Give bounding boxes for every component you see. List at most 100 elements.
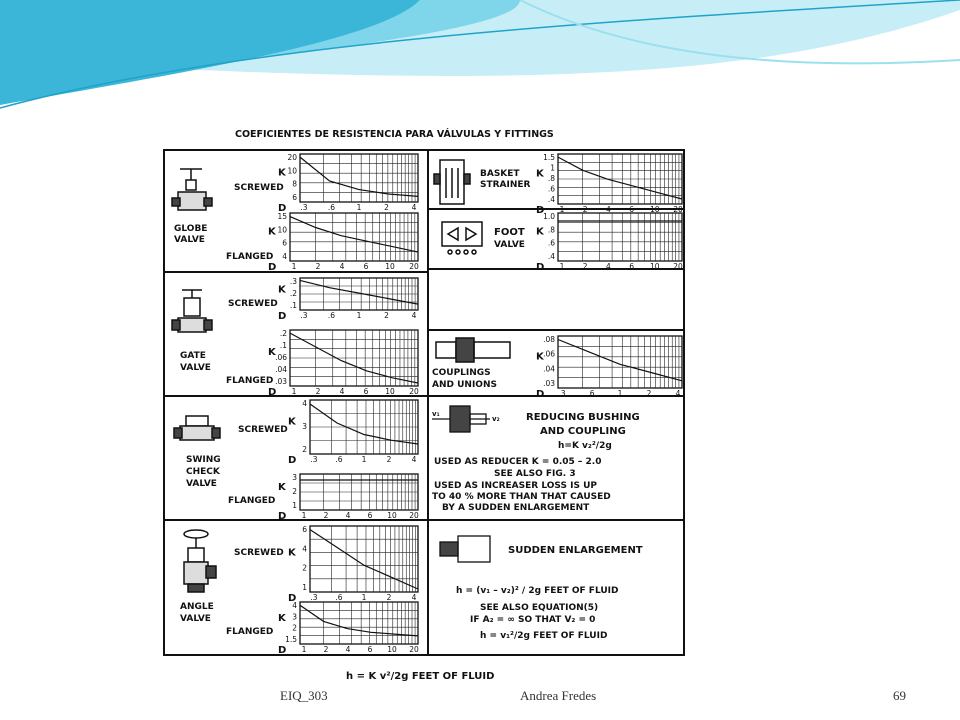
left-2-flanged-d-tick: 1 bbox=[302, 511, 307, 520]
left-0-screwed-d-tick: 1 bbox=[357, 203, 362, 212]
left-3-screwed-d-tick: .3 bbox=[310, 593, 317, 602]
panel-reducing-bushing: v₁ v₂ REDUCING BUSHING AND COUPLING h=K … bbox=[432, 405, 640, 513]
left-2-flanged-k-axis-label: K bbox=[278, 482, 287, 493]
left-1-screwed-d-tick: .6 bbox=[328, 311, 335, 320]
right-row-dividers bbox=[428, 208, 684, 521]
left-3-flanged-k-tick: 4 bbox=[292, 601, 297, 610]
left-0-flanged-d-tick: 6 bbox=[364, 262, 369, 271]
left-1-screwed-d-tick: 4 bbox=[412, 311, 417, 320]
globe-label-2: VALVE bbox=[174, 235, 205, 245]
left-0-flanged-chart-frame bbox=[289, 212, 419, 262]
right-0-k-tick: .4 bbox=[548, 195, 555, 204]
left-0-screwed-chart-frame bbox=[299, 153, 419, 203]
panel-couplings-unions: COUPLINGS AND UNIONS bbox=[432, 337, 511, 390]
bushing-v2: v₂ bbox=[492, 415, 500, 423]
left-3-flanged-k-curve bbox=[299, 604, 419, 637]
left-row-dividers bbox=[164, 271, 428, 521]
header-banner bbox=[0, 0, 960, 109]
left-1-screwed-k-tick: .1 bbox=[290, 301, 297, 310]
right-1-d-tick: 10 bbox=[650, 262, 660, 271]
angle-screwed-label: SCREWED bbox=[234, 548, 284, 558]
right-1-d-tick: 2 bbox=[583, 262, 588, 271]
basket-strainer-icon bbox=[433, 159, 471, 205]
left-1-screwed-d-tick: 2 bbox=[384, 311, 389, 320]
right-2-d-tick: .3 bbox=[558, 389, 565, 398]
resistance-coefficient-figure: COEFICIENTES DE RESISTENCIA PARA VÁLVULA… bbox=[163, 128, 685, 682]
left-3-flanged-d-tick: 6 bbox=[368, 645, 373, 654]
left-3-screwed-d-tick: 4 bbox=[412, 593, 417, 602]
left-3-screwed-k-tick: 2 bbox=[302, 564, 307, 573]
footer-page-number: 69 bbox=[893, 688, 906, 703]
left-2-flanged-d-tick: 10 bbox=[387, 511, 397, 520]
left-3-flanged-d-axis-label: D bbox=[278, 645, 286, 656]
swing-label-3: VALVE bbox=[186, 479, 217, 489]
left-0-flanged-k-axis-label: K bbox=[268, 227, 277, 238]
enlargement-line-2: SEE ALSO EQUATION(5) bbox=[480, 603, 598, 613]
left-0-flanged-k-tick: 10 bbox=[277, 225, 287, 234]
enlargement-line-1: h = (v₁ – v₂)² / 2g FEET OF FLUID bbox=[456, 586, 619, 596]
left-2-screwed-d-tick: .6 bbox=[335, 455, 342, 464]
left-0-flanged-d-tick: 2 bbox=[316, 262, 321, 271]
panel-foot-valve: FOOT VALVE bbox=[441, 221, 525, 255]
right-1-d-tick: 4 bbox=[606, 262, 611, 271]
swing-check-valve-icon bbox=[173, 415, 221, 441]
left-2-screwed-k-curve bbox=[309, 403, 419, 445]
bushing-line-7: TO 40 % MORE THAN THAT CAUSED bbox=[432, 492, 611, 502]
left-2-flanged-k-tick: 1 bbox=[292, 501, 297, 510]
left-2-screwed-k-tick: 4 bbox=[302, 399, 307, 408]
left-0-flanged-d-tick: 4 bbox=[340, 262, 345, 271]
right-2-k-tick: .04 bbox=[543, 364, 555, 373]
swing-flanged-label: FLANGED bbox=[228, 496, 275, 506]
gate-label-2: VALVE bbox=[180, 363, 211, 373]
bushing-line-1: REDUCING BUSHING bbox=[526, 412, 640, 423]
left-1-flanged-d-tick: 4 bbox=[340, 387, 345, 396]
left-3-flanged-k-tick: 1.5 bbox=[285, 635, 297, 644]
left-0-screwed-d-tick: 4 bbox=[412, 203, 417, 212]
bushing-line-4: USED AS REDUCER K = 0.05 – 2.0 bbox=[434, 457, 602, 467]
bushing-line-5: SEE ALSO FIG. 3 bbox=[494, 469, 576, 479]
globe-label-1: GLOBE bbox=[174, 224, 207, 234]
left-2-screwed-d-tick: .3 bbox=[310, 455, 317, 464]
footer-author: Andrea Fredes bbox=[520, 688, 597, 703]
left-1-screwed-k-tick: .2 bbox=[290, 289, 297, 298]
left-2-flanged-d-tick: 4 bbox=[346, 511, 351, 520]
swing-label-1: SWING bbox=[186, 455, 221, 465]
banner-line-2 bbox=[519, 0, 960, 65]
enlargement-line-4: h = v₁²/2g FEET OF FLUID bbox=[480, 631, 607, 641]
right-2-chart-frame bbox=[557, 335, 683, 389]
left-3-screwed-d-tick: 2 bbox=[387, 593, 392, 602]
left-3-screwed-k-axis-label: K bbox=[288, 548, 297, 559]
left-1-flanged-d-tick: 20 bbox=[409, 387, 419, 396]
coupling-icon bbox=[435, 337, 511, 363]
left-0-flanged-d-axis-label: D bbox=[268, 262, 276, 273]
left-2-flanged-d-tick: 6 bbox=[368, 511, 373, 520]
sudden-enlargement-icon bbox=[439, 535, 491, 563]
right-1-k-axis-label: K bbox=[536, 227, 545, 238]
foot-label-2: VALVE bbox=[494, 240, 525, 250]
right-0-d-tick: 10 bbox=[650, 205, 660, 214]
left-3-flanged-k-axis-label: K bbox=[278, 613, 287, 624]
right-0-k-tick: .6 bbox=[548, 185, 555, 194]
left-1-flanged-k-tick: .04 bbox=[275, 365, 287, 374]
left-1-screwed-k-axis-label: K bbox=[278, 284, 287, 295]
left-3-flanged-d-tick: 2 bbox=[324, 645, 329, 654]
left-2-screwed-d-tick: 4 bbox=[412, 455, 417, 464]
right-2-k-tick: .06 bbox=[543, 350, 555, 359]
panel-gate-valve: GATE VALVE SCREWED FLANGED bbox=[171, 289, 278, 386]
gate-screwed-label: SCREWED bbox=[228, 299, 278, 309]
left-1-flanged-k-curve bbox=[289, 332, 419, 384]
angle-label-1: ANGLE bbox=[180, 602, 214, 612]
bushing-line-3: h=K v₂²/2g bbox=[558, 441, 612, 451]
left-2-flanged-d-tick: 2 bbox=[324, 511, 329, 520]
left-0-screwed-k-axis-label: K bbox=[278, 168, 287, 179]
figure-title: COEFICIENTES DE RESISTENCIA PARA VÁLVULA… bbox=[235, 128, 554, 140]
left-0-flanged-d-tick: 10 bbox=[385, 262, 395, 271]
left-2-flanged-k-tick: 3 bbox=[292, 473, 297, 482]
left-1-screwed-d-tick: 1 bbox=[357, 311, 362, 320]
